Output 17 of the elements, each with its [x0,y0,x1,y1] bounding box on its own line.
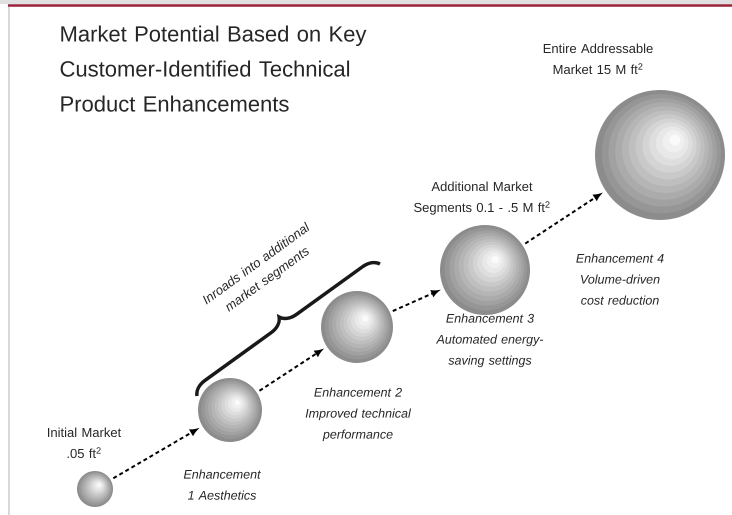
sphere [198,378,262,442]
sphere [321,291,393,363]
edge-label: Enhancement 3 Automated energy-saving settings [436,314,544,368]
arrow [524,194,601,244]
title: Market Potential Based on Key Customer-Identified Technical Product Enhancements [60,26,366,112]
sphere [77,471,113,507]
market-label: Initial Market .05 ft$^{2}$ [48,428,122,458]
sphere [440,225,530,315]
arrow [112,428,198,480]
edge-label: Enhancement 2 Improved technical performance [306,388,412,442]
sphere [595,90,725,220]
arrow [392,290,438,312]
arrow [258,350,322,392]
market-label: Entire Addressable Market 15 M ft$^{2}$ [544,44,653,74]
edge-label: Enhancement 4 Volume-driven cost reduction [576,254,664,305]
market-label: Additional Market Segments 0.1 - .5 M ft$^{2}$ [414,182,550,215]
edge-label: Enhancement 1 Aesthetics [184,470,261,500]
